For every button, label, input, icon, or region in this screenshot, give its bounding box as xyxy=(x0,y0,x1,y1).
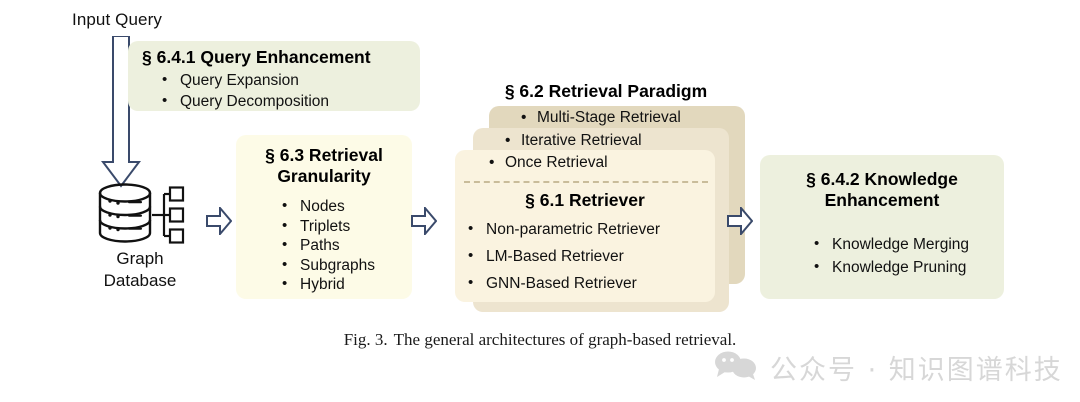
list-item: Paths xyxy=(280,235,402,256)
figure-number: Fig. 3. xyxy=(343,330,388,349)
input-query-label: Input Query xyxy=(72,10,162,29)
box-query-enhancement: § 6.4.1 Query Enhancement Query Expansio… xyxy=(128,41,420,111)
bullet-dot-icon: • xyxy=(489,154,495,171)
list-item: Non-parametric Retriever xyxy=(466,215,660,243)
knowledge-enhancement-items: Knowledge Merging Knowledge Pruning xyxy=(772,232,992,279)
retrieval-paradigm-title: § 6.2 Retrieval Paradigm xyxy=(504,81,708,101)
list-item: GNN-Based Retriever xyxy=(466,269,660,297)
retrieval-granularity-items: Nodes Triplets Paths Subgraphs Hybrid xyxy=(246,196,402,295)
box-knowledge-enhancement: § 6.4.2 Knowledge Enhancement Knowledge … xyxy=(760,155,1004,299)
section-divider xyxy=(464,181,708,183)
arrow-retriever-to-knowledge-icon xyxy=(727,205,754,240)
retriever-items: Non-parametric Retriever LM-Based Retrie… xyxy=(466,215,660,297)
box-retrieval-granularity: § 6.3 Retrieval Granularity Nodes Triple… xyxy=(236,135,412,299)
graph-database-icon xyxy=(94,182,186,253)
list-item: Subgraphs xyxy=(280,255,402,276)
arrow-granularity-to-paradigm-icon xyxy=(411,205,438,240)
list-item: Query Decomposition xyxy=(160,90,410,112)
query-enhancement-title: § 6.4.1 Query Enhancement xyxy=(142,47,371,67)
knowledge-enhancement-title-line1: § 6.4.2 Knowledge xyxy=(806,169,958,189)
figure-caption-text: The general architectures of graph-based… xyxy=(393,330,737,349)
paradigm-item-once: •Once Retrieval xyxy=(489,154,608,171)
list-item: Triplets xyxy=(280,216,402,237)
list-item: Knowledge Merging xyxy=(812,232,992,256)
arrow-db-to-granularity-icon xyxy=(206,205,233,240)
wechat-icon xyxy=(714,349,760,386)
figure-caption: Fig. 3. The general architectures of grap… xyxy=(0,330,1080,350)
retrieval-granularity-title-line1: § 6.3 Retrieval xyxy=(265,145,383,165)
bullet-dot-icon: • xyxy=(505,132,511,149)
list-item: LM-Based Retriever xyxy=(466,242,660,270)
query-enhancement-items: Query Expansion Query Decomposition xyxy=(138,69,410,112)
knowledge-enhancement-title-line2: Enhancement xyxy=(824,190,940,210)
graph-database-label: Graph Database xyxy=(103,249,177,290)
paradigm-item-iterative: •Iterative Retrieval xyxy=(505,132,642,149)
list-item: Nodes xyxy=(280,196,402,217)
watermark-text: 公众号 · 知识图谱科技 xyxy=(770,355,1063,386)
retrieval-granularity-title-line2: Granularity xyxy=(277,166,371,186)
list-item: Query Expansion xyxy=(160,69,410,91)
list-item: Hybrid xyxy=(280,274,402,295)
paradigm-item-multi-stage: •Multi-Stage Retrieval xyxy=(521,109,681,126)
bullet-dot-icon: • xyxy=(521,109,527,126)
retriever-title: § 6.1 Retriever xyxy=(525,190,645,210)
list-item: Knowledge Pruning xyxy=(812,255,992,279)
watermark: 公众号 · 知识图谱科技 xyxy=(714,348,1063,387)
